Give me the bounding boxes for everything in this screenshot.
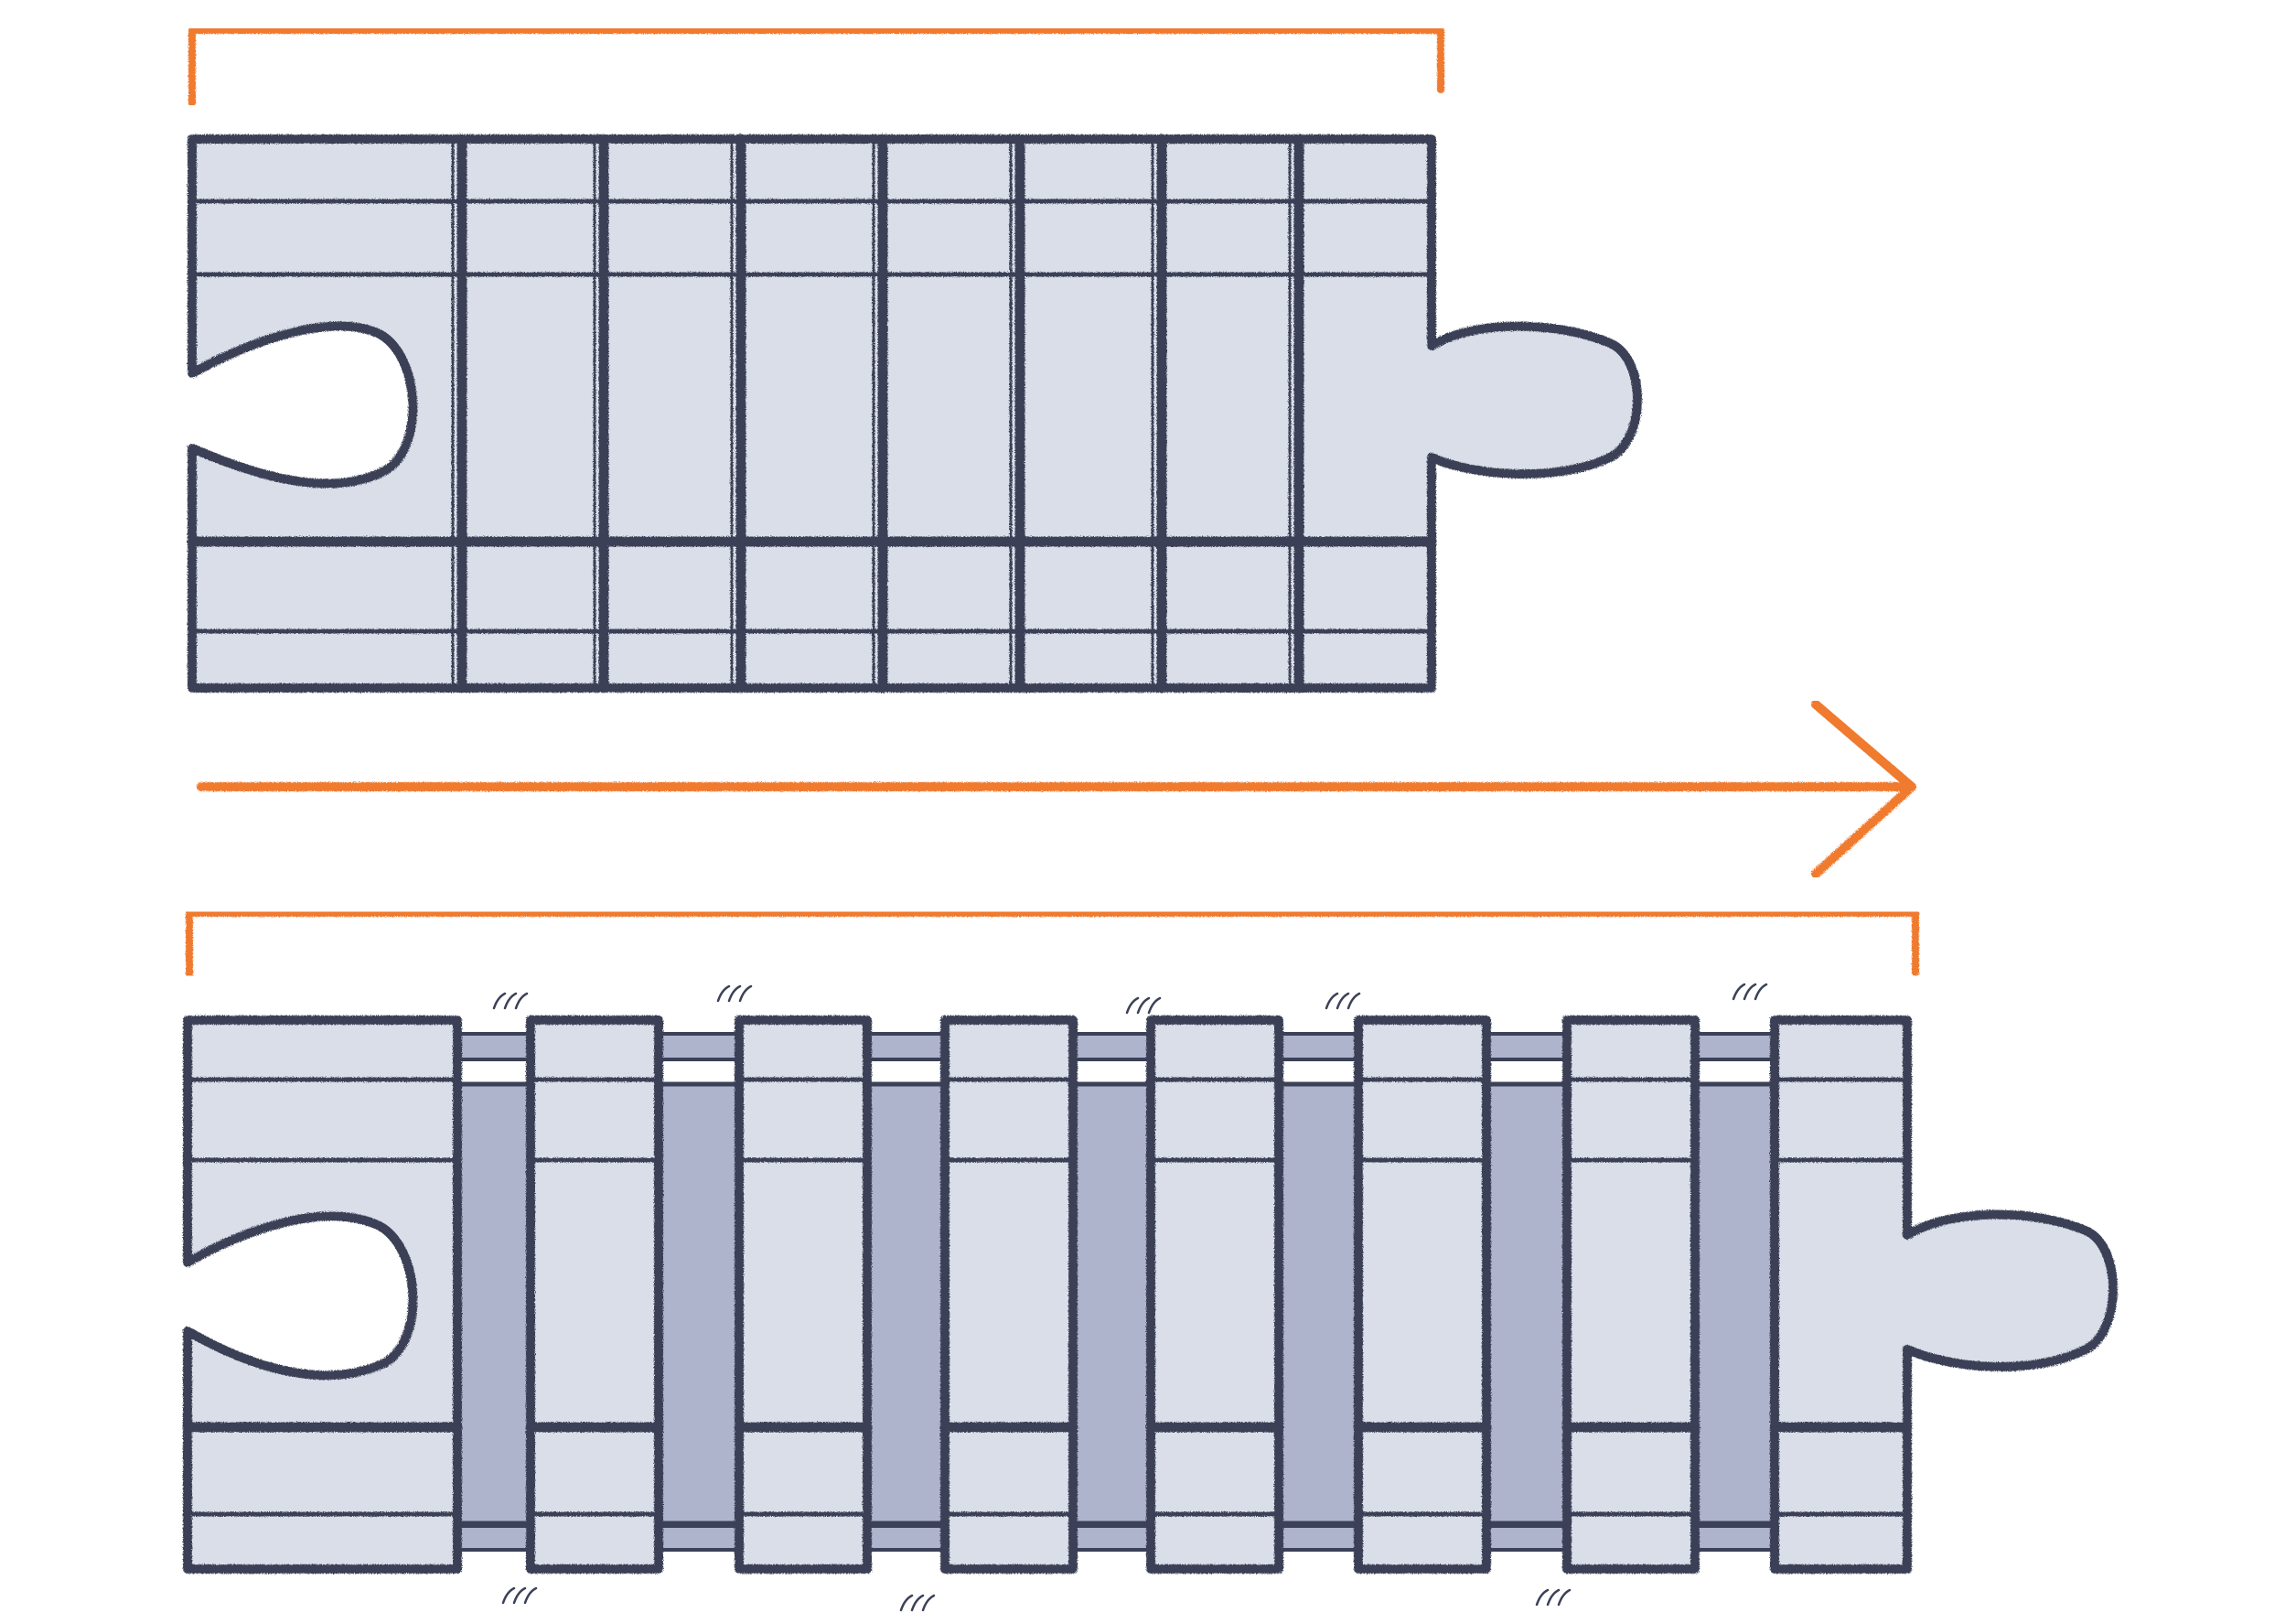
- motion-mark: [1535, 1588, 1572, 1607]
- extension-gap: [455, 1081, 533, 1526]
- extension-gap-rail: [657, 1032, 741, 1061]
- extension-gap: [864, 1081, 948, 1526]
- compact-piece-body: [188, 134, 1642, 693]
- extension-gap: [1692, 1081, 1777, 1526]
- extension-gap-rail: [1485, 1032, 1569, 1061]
- extended-segment: [183, 1016, 462, 1574]
- motion-mark: [1125, 996, 1162, 1015]
- extension-gap: [1276, 1081, 1361, 1526]
- extended-segment: [1354, 1016, 1491, 1574]
- extension-gap-rail: [1693, 1032, 1776, 1061]
- extension-gap-rail: [657, 1524, 741, 1552]
- extension-gap-rail: [1277, 1032, 1360, 1061]
- extension-gap-rail: [456, 1524, 532, 1552]
- extension-gap-rail: [1693, 1524, 1776, 1552]
- top-length-bracket: [188, 27, 1444, 107]
- motion-mark: [716, 984, 753, 1003]
- extended-segment: [526, 1016, 663, 1574]
- motion-mark: [899, 1594, 936, 1612]
- extended-segment: [1562, 1016, 1700, 1574]
- arrow-head: [1811, 700, 1916, 878]
- extension-gap: [656, 1081, 742, 1526]
- extended-track-piece: [182, 983, 2118, 1612]
- extension-gap-rail: [865, 1032, 947, 1061]
- extended-segment: [940, 1016, 1078, 1574]
- extension-gap: [1484, 1081, 1570, 1526]
- extension-gap-rail: [456, 1032, 532, 1061]
- extension-gap-rail: [865, 1524, 947, 1552]
- motion-mark: [1732, 983, 1768, 1001]
- motion-mark: [1325, 992, 1361, 1010]
- extended-segment: [1770, 1016, 2118, 1574]
- motion-mark: [501, 1586, 538, 1605]
- extension-gap-rail: [1071, 1524, 1153, 1552]
- extension-gap-rail: [1277, 1524, 1360, 1552]
- direction-arrow: [197, 700, 1916, 878]
- extension-gap: [1070, 1081, 1153, 1526]
- extended-segment: [735, 1016, 872, 1574]
- extended-segment: [1146, 1016, 1283, 1574]
- motion-mark: [492, 992, 529, 1010]
- extension-gap-rail: [1485, 1524, 1569, 1552]
- extension-gap-rail: [1071, 1032, 1153, 1061]
- compact-track-piece: [187, 134, 1642, 693]
- bottom-length-bracket: [186, 909, 1919, 978]
